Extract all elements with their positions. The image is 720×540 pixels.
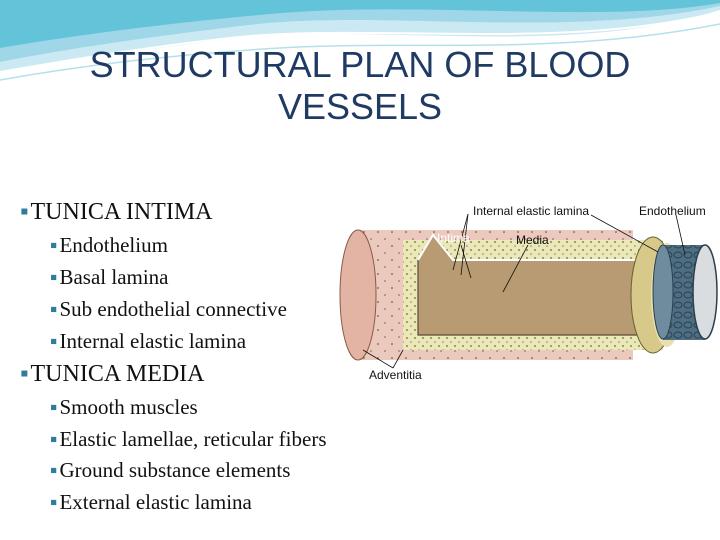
list-item-endothelium: ▪Endothelium	[50, 233, 168, 257]
bullet-icon: ▪	[50, 427, 58, 451]
bullet-icon: ▪	[50, 395, 58, 419]
list-item-external-elastic-lamina: ▪External elastic lamina	[50, 490, 252, 514]
bullet-icon: ▪	[50, 297, 58, 321]
bullet-icon: ▪	[50, 329, 58, 353]
list-item-elastic-lamellae: ▪Elastic lamellae, reticular fibers	[50, 427, 327, 451]
label-media: Media	[516, 233, 549, 247]
label-endothelium: Endothelium	[639, 204, 706, 218]
heading-tunica-media: ▪TUNICA MEDIA	[20, 361, 205, 387]
label-intima: Intima	[437, 231, 470, 245]
list-item-internal-elastic-lamina: ▪Internal elastic lamina	[50, 329, 247, 353]
vessel-illustration	[339, 213, 718, 369]
list-item-sub-endothelial: ▪Sub endothelial connective	[50, 297, 287, 321]
slide-title: STRUCTURAL PLAN OF BLOOD VESSELS	[89, 44, 631, 127]
bullet-icon: ▪	[50, 265, 58, 289]
list-item-basal-lamina: ▪Basal lamina	[50, 265, 169, 289]
heading-tunica-intima: ▪TUNICA INTIMA	[20, 199, 213, 225]
bullet-icon: ▪	[20, 199, 29, 225]
bullet-icon: ▪	[50, 458, 58, 482]
bullet-icon: ▪	[50, 233, 58, 257]
header-wave-decoration	[0, 0, 720, 81]
label-internal-elastic-lamina: Internal elastic lamina	[473, 204, 590, 218]
blood-vessel-diagram: Internal elastic lamina Endothelium Inti…	[333, 200, 720, 385]
list-item-ground-substance: ▪Ground substance elements	[50, 458, 291, 482]
bullet-icon: ▪	[50, 490, 58, 514]
list-item-smooth-muscles: ▪Smooth muscles	[50, 395, 198, 419]
label-adventitia: Adventitia	[369, 368, 422, 382]
bullet-icon: ▪	[20, 361, 29, 387]
